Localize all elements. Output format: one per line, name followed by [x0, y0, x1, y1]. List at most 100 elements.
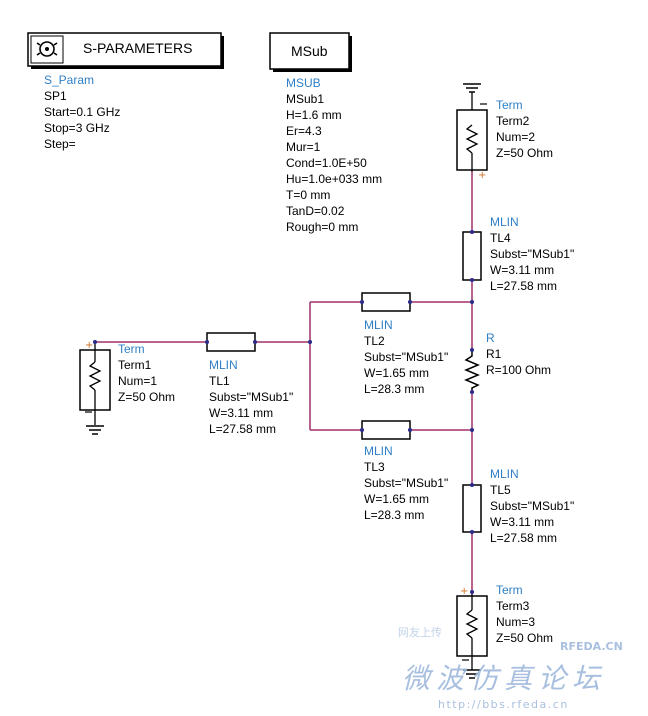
tl5-type: MLIN — [490, 467, 519, 481]
term2-labels: Term Term2 Num=2 Z=50 Ohm — [496, 98, 553, 160]
msub-rough: Rough=0 mm — [286, 220, 358, 234]
tl2-component[interactable] — [360, 292, 412, 312]
sparam-name: SP1 — [44, 89, 67, 103]
tl4-component[interactable] — [462, 230, 482, 282]
msub-params: MSUB MSub1 H=1.6 mm Er=4.3 Mur=1 Cond=1.… — [286, 76, 382, 234]
term2-num: Num=2 — [496, 130, 535, 144]
tl4-w: W=3.11 mm — [490, 263, 554, 277]
watermark-site: RFEDA.CN — [560, 640, 623, 653]
tl4-type: MLIN — [490, 215, 519, 229]
term1-z: Z=50 Ohm — [118, 390, 175, 404]
tl3-body[interactable] — [361, 420, 411, 440]
term2-ground-icon — [463, 83, 481, 93]
term1-num: Num=1 — [118, 374, 157, 388]
msub-h: H=1.6 mm — [286, 108, 342, 122]
msub-block[interactable]: MSub — [269, 32, 352, 72]
junction-split-top — [308, 340, 312, 344]
term3-resistor-icon — [465, 609, 479, 639]
msub-type: MSUB — [286, 76, 321, 90]
term2-component[interactable]: + — [456, 83, 488, 181]
wires — [95, 172, 473, 592]
tl1-w: W=3.11 mm — [209, 406, 273, 420]
sparam-start: Start=0.1 GHz — [44, 105, 120, 119]
tl5-subst: Subst="MSub1" — [490, 499, 574, 513]
r1-value: R=100 Ohm — [486, 363, 551, 377]
term1-name: Term1 — [118, 358, 152, 372]
sparam-logo-icon — [30, 35, 64, 64]
tl5-w: W=3.11 mm — [490, 515, 554, 529]
term3-ground-icon — [463, 669, 481, 679]
sparam-params: S_Param SP1 Start=0.1 GHz Stop=3 GHz Ste… — [44, 73, 120, 151]
watermark-faint: 网友上传 — [398, 625, 442, 639]
term3-z: Z=50 Ohm — [496, 631, 553, 645]
tl1-subst: Subst="MSub1" — [209, 390, 293, 404]
tl3-component[interactable] — [360, 420, 412, 440]
sparam-title: S-PARAMETERS — [83, 40, 192, 56]
tl1-labels: MLIN TL1 Subst="MSub1" W=3.11 mm L=27.58… — [209, 358, 293, 436]
term1-type: Term — [118, 342, 145, 356]
msub-title: MSub — [291, 43, 328, 59]
msub-tand: TanD=0.02 — [286, 204, 345, 218]
tl3-l: L=28.3 mm — [364, 508, 424, 522]
term2-plus-pin-icon: + — [478, 170, 486, 181]
msub-hu: Hu=1.0e+033 mm — [286, 172, 382, 186]
tl1-body[interactable] — [206, 332, 256, 352]
tl2-l: L=28.3 mm — [364, 382, 424, 396]
term3-num: Num=3 — [496, 615, 535, 629]
term1-labels: Term Term1 Num=1 Z=50 Ohm — [118, 342, 175, 404]
sparam-block[interactable]: S-PARAMETERS — [27, 32, 224, 69]
r1-component[interactable] — [464, 348, 480, 394]
tl3-w: W=1.65 mm — [364, 492, 429, 506]
tl3-name: TL3 — [364, 460, 385, 474]
watermark-url: http://bbs.rfeda.cn — [438, 698, 569, 711]
sparam-step: Step= — [44, 137, 76, 151]
tl2-w: W=1.65 mm — [364, 366, 429, 380]
tl4-subst: Subst="MSub1" — [490, 247, 574, 261]
tl2-name: TL2 — [364, 334, 385, 348]
tl4-l: L=27.58 mm — [490, 279, 557, 293]
tl5-component[interactable] — [462, 483, 482, 534]
tl2-labels: MLIN TL2 Subst="MSub1" W=1.65 mm L=28.3 … — [364, 318, 448, 396]
term3-plus-pin-icon: + — [460, 586, 468, 597]
sparam-stop: Stop=3 GHz — [44, 121, 110, 135]
watermark-cn-title: 微波仿真论坛 — [402, 662, 606, 695]
msub-mur: Mur=1 — [286, 140, 321, 154]
term2-z: Z=50 Ohm — [496, 146, 553, 160]
term3-name: Term3 — [496, 599, 530, 613]
tl5-labels: MLIN TL5 Subst="MSub1" W=3.11 mm L=27.58… — [490, 467, 574, 545]
tl1-l: L=27.58 mm — [209, 422, 276, 436]
tl5-l: L=27.58 mm — [490, 531, 557, 545]
tl5-name: TL5 — [490, 483, 511, 497]
tl3-subst: Subst="MSub1" — [364, 476, 448, 490]
msub-er: Er=4.3 — [286, 124, 322, 138]
r1-resistor-icon[interactable] — [464, 350, 480, 392]
msub-cond: Cond=1.0E+50 — [286, 156, 367, 170]
tl1-type: MLIN — [209, 358, 238, 372]
term3-component[interactable]: + — [456, 586, 488, 679]
junctions — [308, 300, 474, 432]
sparam-type: S_Param — [44, 73, 94, 87]
term2-name: Term2 — [496, 114, 530, 128]
watermark: 网友上传 RFEDA.CN 微波仿真论坛 http://bbs.rfeda.cn — [398, 625, 623, 711]
msub-box[interactable] — [269, 32, 350, 70]
tl2-body[interactable] — [361, 292, 411, 312]
tl2-subst: Subst="MSub1" — [364, 350, 448, 364]
tl5-body[interactable] — [462, 484, 482, 533]
tl3-labels: MLIN TL3 Subst="MSub1" W=1.65 mm L=28.3 … — [364, 444, 448, 522]
tl4-labels: MLIN TL4 Subst="MSub1" W=3.11 mm L=27.58… — [490, 215, 574, 293]
term3-type: Term — [496, 583, 523, 597]
r1-labels: R R1 R=100 Ohm — [486, 331, 551, 377]
tl1-component[interactable] — [205, 332, 257, 352]
term3-labels: Term Term3 Num=3 Z=50 Ohm — [496, 583, 553, 645]
tl1-name: TL1 — [209, 374, 230, 388]
term1-component[interactable]: + — [79, 340, 111, 435]
r1-type: R — [486, 331, 495, 345]
msub-name: MSub1 — [286, 92, 324, 106]
msub-t: T=0 mm — [286, 188, 330, 202]
tl4-body[interactable] — [462, 231, 482, 281]
r1-name: R1 — [486, 347, 502, 361]
term1-ground-icon — [86, 425, 104, 435]
junction-tl2-node — [470, 300, 474, 304]
term1-resistor-icon — [88, 361, 102, 391]
